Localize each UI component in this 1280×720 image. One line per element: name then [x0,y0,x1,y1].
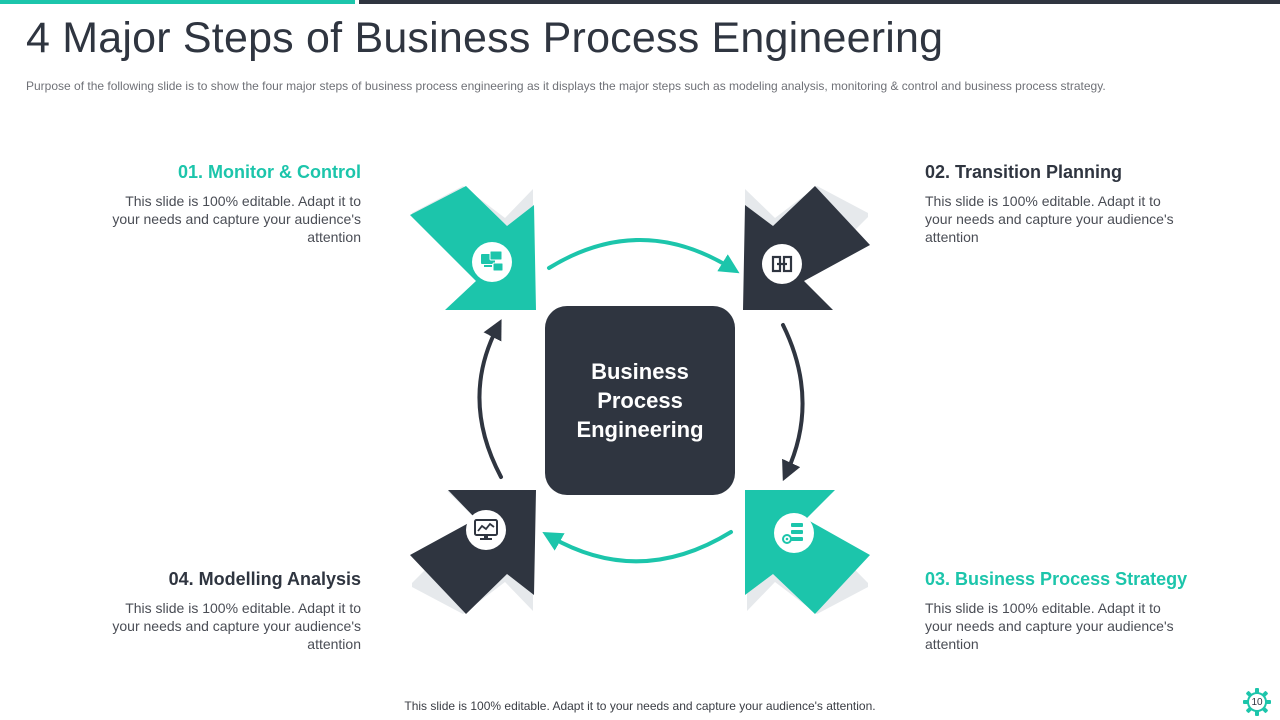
gear-icon [1243,688,1271,716]
slide-subtitle: Purpose of the following slide is to sho… [26,79,1106,93]
step-4-title: 04. Modelling Analysis [168,569,361,589]
transition-arrows-icon [771,255,793,273]
slide-title: 4 Major Steps of Business Process Engine… [26,14,944,62]
page-number: 10 [1251,696,1263,708]
connector-arc-top [547,238,740,274]
top-accent-bar-dark [359,0,1280,4]
center-label: Business Process Engineering [576,359,704,442]
connector-arc-right [781,323,805,482]
footer-note: This slide is 100% editable. Adapt it to… [404,699,876,713]
step-1-arrow [410,186,536,310]
connector-arc-left [477,319,503,479]
step-2-description: This slide is 100% editable. Adapt it to… [925,193,1174,245]
step-2-arrow [743,186,870,310]
monitor-screens-icon [481,250,504,272]
step-3-title: 03. Business Process Strategy [925,569,1188,589]
step-4-description: This slide is 100% editable. Adapt it to… [112,600,361,652]
step-4-arrow [410,490,536,614]
center-process-block: Business Process Engineering [545,306,735,495]
process-flow-gear-icon [782,523,803,544]
step-3-arrow [745,490,870,614]
step-3-description: This slide is 100% editable. Adapt it to… [925,600,1174,652]
step-1-icon-badge [472,242,512,282]
monitor-chart-icon [474,519,498,540]
step-1-description: This slide is 100% editable. Adapt it to… [112,193,361,245]
top-accent-bar-teal [0,0,355,4]
connector-arc-bottom [542,530,733,564]
step-4-icon-badge [466,510,506,550]
step-3-icon-badge [774,513,814,553]
step-1-title: 01. Monitor & Control [178,162,361,182]
step-2-title: 02. Transition Planning [925,162,1123,182]
step-2-icon-badge [762,244,802,284]
